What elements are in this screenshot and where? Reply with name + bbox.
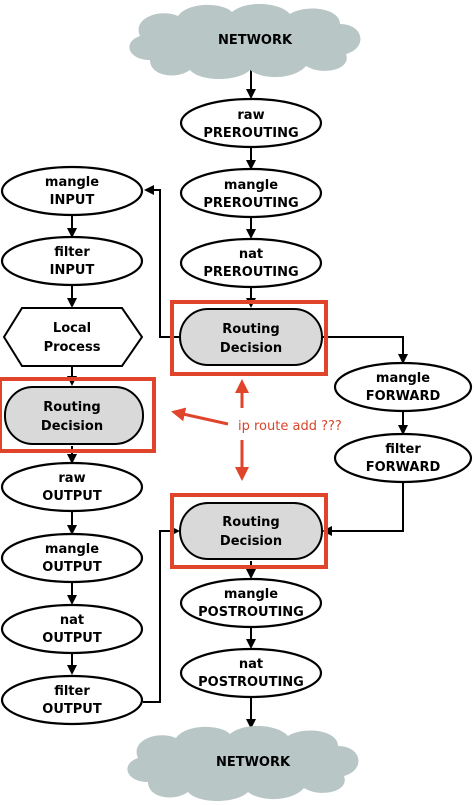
node-line2: FORWARD [366,460,441,475]
annotation: ip route add ??? [171,379,342,481]
node-line2: Decision [41,419,103,434]
node-line1: raw [237,108,264,123]
node-filter-input: filter INPUT [0,235,144,287]
highlight-box-routing-1 [170,300,328,376]
edge-filter-forward-to-routing [322,482,404,536]
node-line2: OUTPUT [42,631,102,646]
node-line2: POSTROUTING [198,605,304,620]
node-mangle-forward: mangle FORWARD [333,361,473,413]
edge-routing-to-mangle-forward [322,336,408,364]
node-line2: FORWARD [366,389,441,404]
node-line1: filter [385,442,421,457]
node-routing-decision-1: Routing Decision [179,308,323,366]
node-line2: Decision [220,341,282,356]
node-raw-prerouting: raw PREROUTING [179,97,323,149]
highlight-box-routing-3 [170,493,328,569]
node-line1: mangle [45,542,99,557]
annotation-text: ip route add ??? [238,419,342,434]
node-line1: Routing [222,322,279,337]
node-nat-postrouting: nat POSTROUTING [179,647,323,699]
node-line2: PREROUTING [203,126,298,141]
node-line2: POSTROUTING [198,675,304,690]
node-routing-decision-3: Routing Decision [179,502,323,560]
node-line1: raw [58,471,85,486]
node-line2: PREROUTING [203,196,298,211]
edge-routing-to-mangle-input [144,185,180,338]
node-line1: nat [60,613,84,628]
node-line1: filter [54,684,90,699]
node-line2: Decision [220,534,282,549]
node-line1: Routing [222,515,279,530]
node-mangle-input: mangle INPUT [0,165,144,217]
node-mangle-prerouting: mangle PREROUTING [179,167,323,219]
red-arrow-to-routing-2 [171,407,229,426]
node-filter-output: filter OUTPUT [0,674,144,726]
node-line2: OUTPUT [42,702,102,717]
node-line2: OUTPUT [42,560,102,575]
edge-filter-output-to-routing [143,526,180,703]
network-cloud-top: NETWORK [129,3,361,79]
cloud-icon [129,3,361,79]
node-mangle-output: mangle OUTPUT [0,532,144,584]
node-routing-decision-2: Routing Decision [4,386,144,445]
node-line2: OUTPUT [42,489,102,504]
node-line1: mangle [224,178,278,193]
node-nat-prerouting: nat PREROUTING [179,237,323,289]
node-line1: Routing [43,400,100,415]
node-line1: filter [54,245,90,260]
network-top-label: NETWORK [218,33,293,48]
node-mangle-postrouting: mangle POSTROUTING [179,577,323,629]
node-local-process: Local Process [2,307,144,367]
node-line1: Local [53,321,91,336]
node-line1: nat [239,657,263,672]
node-line2: INPUT [50,193,95,208]
node-raw-output: raw OUTPUT [0,461,144,513]
node-filter-forward: filter FORWARD [333,432,473,484]
cloud-icon [127,725,359,801]
node-line1: mangle [376,371,430,386]
edges [67,66,408,729]
node-line1: mangle [45,175,99,190]
node-line1: mangle [224,587,278,602]
node-line2: PREROUTING [203,265,298,280]
node-line2: Process [44,340,101,355]
node-line2: INPUT [50,263,95,278]
node-line1: nat [239,247,263,262]
highlight-box-routing-2 [0,377,156,453]
network-cloud-bottom: NETWORK [127,725,359,801]
node-nat-output: nat OUTPUT [0,603,144,655]
network-bottom-label: NETWORK [216,755,291,770]
